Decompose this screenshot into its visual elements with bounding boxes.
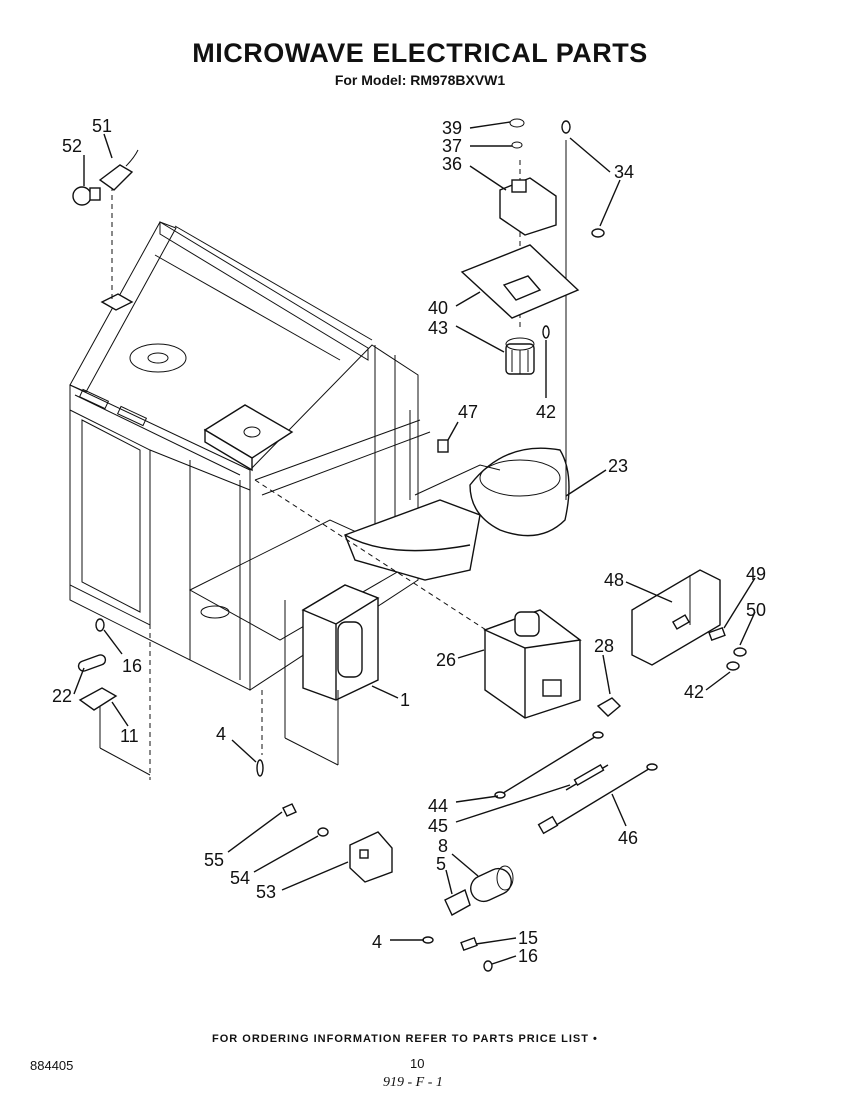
light-bulb-assembly [72, 149, 139, 206]
callout-labels: 51 52 39 37 36 34 40 43 42 47 23 48 49 5… [52, 116, 766, 966]
callout-36: 36 [442, 154, 462, 174]
callout-48: 48 [604, 570, 624, 590]
callout-44: 44 [428, 796, 448, 816]
fan-motor-assembly [437, 118, 605, 453]
cabinet-drawing [69, 140, 570, 780]
callout-28: 28 [594, 636, 614, 656]
callout-16: 16 [122, 656, 142, 676]
model-subtitle: For Model: RM978BXVW1 [334, 72, 506, 88]
ordering-info-note: FOR ORDERING INFORMATION REFER TO PARTS … [212, 1033, 598, 1045]
callout-34: 34 [614, 162, 634, 182]
page-number: 10 [410, 1056, 425, 1071]
capacitor-assembly [422, 865, 514, 972]
handwritten-note: 919 - F - 1 [383, 1075, 443, 1090]
callout-54: 54 [230, 868, 250, 888]
magnetron [483, 609, 622, 719]
callout-42b: 42 [684, 682, 704, 702]
callout-23: 23 [608, 456, 628, 476]
document-code: 884405 [30, 1058, 74, 1073]
callout-53: 53 [256, 882, 276, 902]
callout-16b: 16 [518, 946, 538, 966]
callout-43: 43 [428, 318, 448, 338]
callout-11: 11 [120, 726, 139, 746]
callout-5: 5 [436, 854, 446, 874]
callout-1: 1 [400, 690, 410, 710]
callout-47: 47 [458, 402, 478, 422]
leader-lines [73, 121, 756, 965]
callout-4b: 4 [372, 932, 382, 952]
callout-8: 8 [438, 836, 448, 856]
callout-4: 4 [216, 724, 226, 744]
fuse-assembly [77, 618, 118, 711]
callout-49: 49 [746, 564, 766, 584]
callout-51: 51 [92, 116, 112, 136]
wire-harnesses [494, 731, 658, 835]
interlock-switch [256, 759, 393, 883]
callout-22: 22 [52, 686, 72, 706]
page-title: MICROWAVE ELECTRICAL PARTS [192, 38, 648, 68]
callout-15: 15 [518, 928, 538, 948]
callout-55: 55 [204, 850, 224, 870]
callout-46: 46 [618, 828, 638, 848]
callout-52: 52 [62, 136, 82, 156]
callout-39: 39 [442, 118, 462, 138]
callout-40: 40 [428, 298, 448, 318]
bracket-assembly [631, 569, 747, 671]
callout-45: 45 [428, 816, 448, 836]
callout-50: 50 [746, 600, 766, 620]
callout-37: 37 [442, 136, 462, 156]
callout-42: 42 [536, 402, 556, 422]
callout-26: 26 [436, 650, 456, 670]
